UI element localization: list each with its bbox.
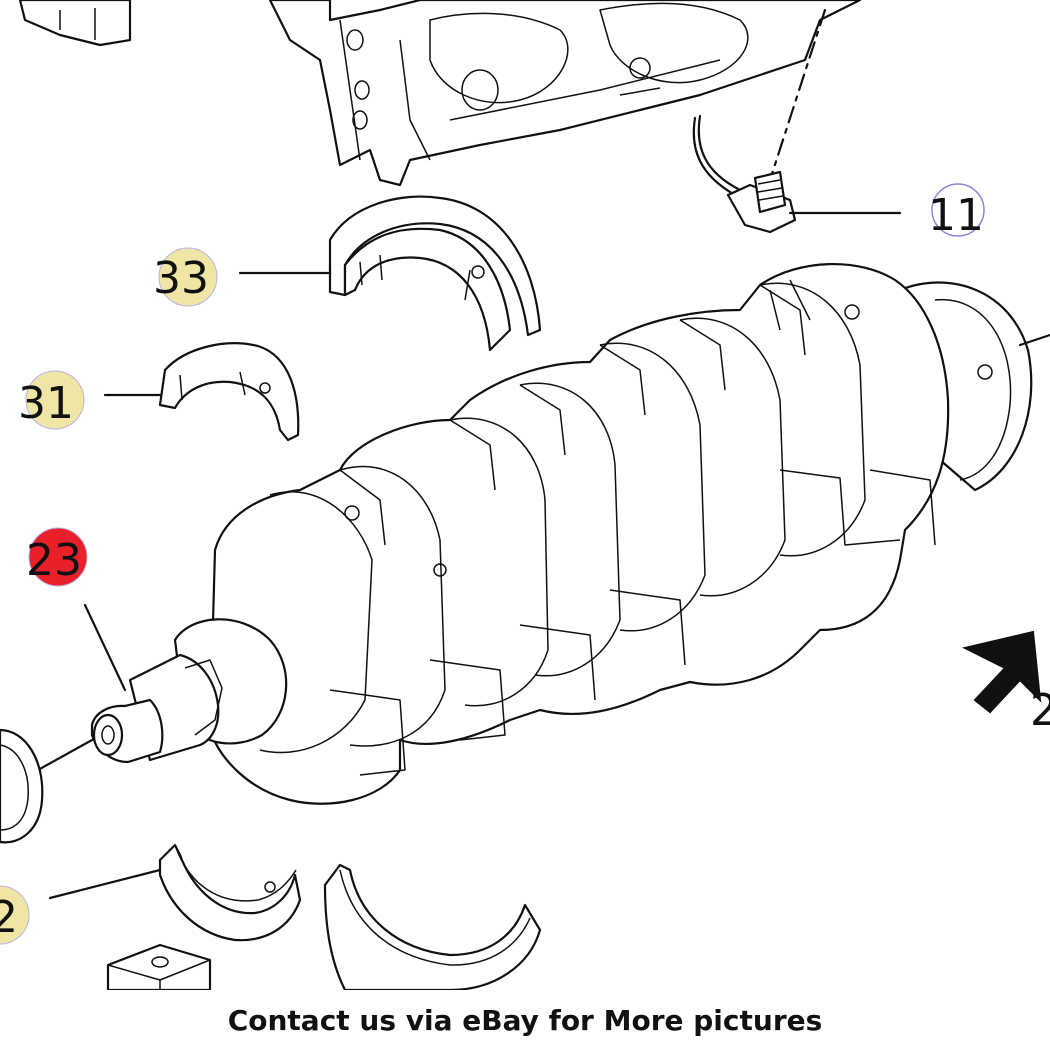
main-bearing-upper-shell	[238, 195, 542, 352]
callout-23-highlight	[28, 527, 88, 587]
callout-2-left-label: 2	[0, 892, 18, 943]
main-bearing-lower-shell-left	[48, 843, 302, 942]
small-block-part	[106, 943, 212, 990]
callout-2-left-highlight	[0, 885, 30, 945]
callout-2-arrow-label: 2	[1030, 685, 1050, 736]
main-bearing-lower-shell-right	[323, 863, 542, 990]
engine-block	[18, 0, 862, 187]
callout-33-label: 33	[153, 253, 209, 304]
crankshaft	[18, 262, 1050, 805]
callout-11-label: 11	[928, 190, 984, 241]
callout-33-highlight	[158, 247, 218, 307]
direction-arrow-icon	[962, 630, 1042, 714]
contact-footer-text: Contact us via eBay for More pictures	[227, 1003, 823, 1037]
crank-sensor	[692, 8, 902, 234]
crankshaft-parts-diagram: 11 33 31 23 2 2	[0, 0, 1050, 990]
callout-31-highlight	[25, 370, 85, 430]
callout-11-circle	[931, 183, 985, 237]
front-seal	[0, 728, 44, 844]
thrust-bearing-shell	[103, 342, 300, 442]
callout-23-label: 23	[26, 535, 82, 586]
callout-31-label: 31	[18, 378, 74, 429]
